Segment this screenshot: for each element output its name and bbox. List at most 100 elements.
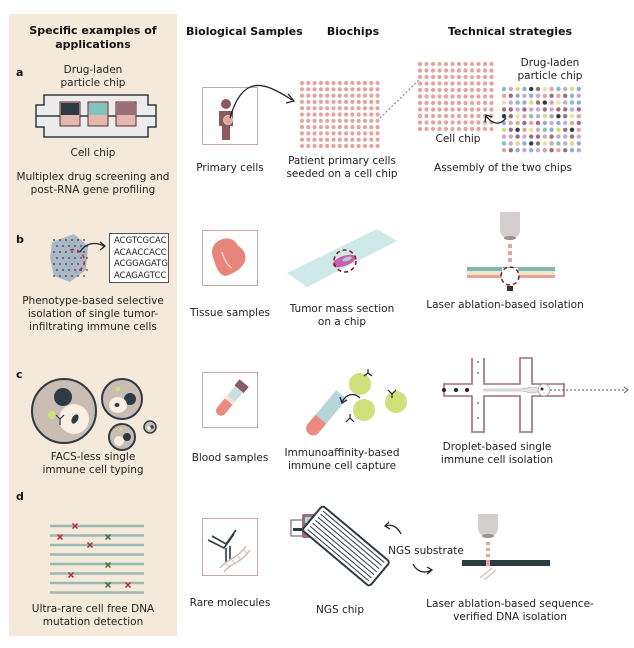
tissue-dot — [68, 257, 70, 259]
chip-dot — [489, 126, 494, 132]
chip-dot — [344, 137, 349, 142]
chip-dot — [375, 137, 380, 142]
chip-dot — [563, 86, 568, 92]
chip-dot — [325, 93, 330, 98]
chip-dot — [375, 93, 380, 98]
chip-dot — [375, 106, 380, 111]
chip-dot — [542, 100, 547, 105]
strategy-a-chip1: Cell chip — [435, 133, 481, 145]
chip-dot — [344, 125, 349, 130]
chip-dot — [356, 125, 361, 130]
chip-dot — [312, 118, 317, 123]
chip-dot — [369, 118, 374, 123]
chip-dot — [556, 93, 561, 98]
chip-dot — [508, 86, 513, 92]
mutation-mark-green — [104, 533, 112, 541]
chip-dot — [417, 107, 423, 112]
mutation-mark-green — [104, 581, 112, 589]
chip-dot — [482, 107, 488, 112]
sequence-box: ACGTCGCAC ACAACCACC ACGGAGATG ACAGAGTCC — [109, 233, 169, 283]
chip-dot — [549, 120, 554, 126]
chip-dot — [535, 114, 541, 119]
chip-dot — [424, 107, 429, 112]
chip-dot — [356, 80, 361, 86]
chip-dot — [437, 100, 442, 106]
well-3 — [115, 101, 137, 127]
chip-dot — [515, 141, 520, 146]
tissue-dot — [74, 269, 76, 271]
chip-dot — [337, 80, 342, 86]
ngs-chip-body — [302, 505, 390, 587]
tissue-dot — [83, 251, 85, 253]
tissue-dot — [86, 257, 88, 259]
row-label-d: d — [16, 490, 24, 503]
chip-dot — [350, 99, 355, 104]
strategy-a-chip2-line1: Drug-laden — [520, 57, 580, 69]
chip-dot — [569, 114, 575, 119]
chip-dot — [576, 127, 581, 132]
tissue-dot — [77, 263, 79, 265]
chip-dot — [437, 87, 442, 93]
chip-dot — [325, 131, 330, 136]
chip-dot — [501, 100, 507, 105]
chip-dot — [535, 134, 541, 139]
chip-dot — [299, 93, 305, 98]
chip-dot — [424, 126, 429, 132]
chip-dot — [318, 106, 323, 111]
small-cell — [108, 423, 136, 451]
tissue-dot — [65, 239, 67, 241]
medium-cell — [101, 378, 143, 420]
chip-dot — [563, 120, 568, 126]
chip-dot — [469, 126, 475, 132]
sample-b-label: Tissue samples — [189, 307, 271, 319]
chip-dot — [369, 137, 374, 142]
chip-dot — [417, 68, 423, 73]
chip-dot — [489, 68, 494, 73]
app-d-desc: Ultra-rare cell free DNA mutation detect… — [9, 603, 177, 629]
chip-dot — [331, 112, 336, 117]
chip-dot — [515, 86, 520, 92]
chip-dot — [299, 99, 305, 104]
chip-dot — [522, 134, 527, 139]
chip-dot — [369, 80, 374, 86]
chip-dot — [437, 81, 442, 86]
chip-dot — [463, 113, 468, 119]
chip-dot — [522, 107, 527, 112]
chip-dot — [489, 107, 494, 112]
chip-dot — [369, 125, 374, 130]
chip-dot — [356, 106, 361, 111]
biochip-a-line2: seeded on a cell chip — [286, 168, 398, 180]
chip-dot — [542, 120, 547, 126]
chip-dot — [542, 134, 547, 139]
chip-dot — [542, 148, 547, 153]
chip-dot — [312, 99, 317, 104]
header-applications: Specific examples of applications — [9, 24, 177, 52]
chip-dot — [350, 112, 355, 117]
chip-dot — [306, 137, 311, 142]
chip-dot — [476, 120, 481, 125]
chip-dot — [542, 114, 547, 119]
chip-dot — [489, 81, 494, 86]
chip-dot — [318, 118, 323, 123]
chip-dot — [456, 113, 462, 119]
chip-dot — [356, 87, 361, 92]
well-1 — [59, 101, 81, 127]
chip-dot — [344, 80, 349, 86]
app-b-desc: Phenotype-based selective isolation of s… — [9, 295, 177, 334]
ngs-lane — [307, 529, 370, 582]
chip-dot — [299, 137, 305, 142]
biochip-d-label: NGS chip — [315, 604, 364, 616]
chip-dot — [424, 94, 429, 99]
chip-dot — [424, 74, 429, 80]
row-label-c: c — [16, 368, 23, 381]
chip-dot — [469, 74, 475, 80]
chip-dot — [489, 74, 494, 80]
chip-dot — [299, 143, 305, 149]
chip-dot — [369, 106, 374, 111]
chip-dot — [362, 99, 368, 104]
chip-dot — [325, 112, 330, 117]
chip-dot — [450, 74, 455, 80]
laser-objective-icon — [467, 212, 555, 291]
chip-dot — [515, 134, 520, 139]
chip-dot — [424, 100, 429, 106]
